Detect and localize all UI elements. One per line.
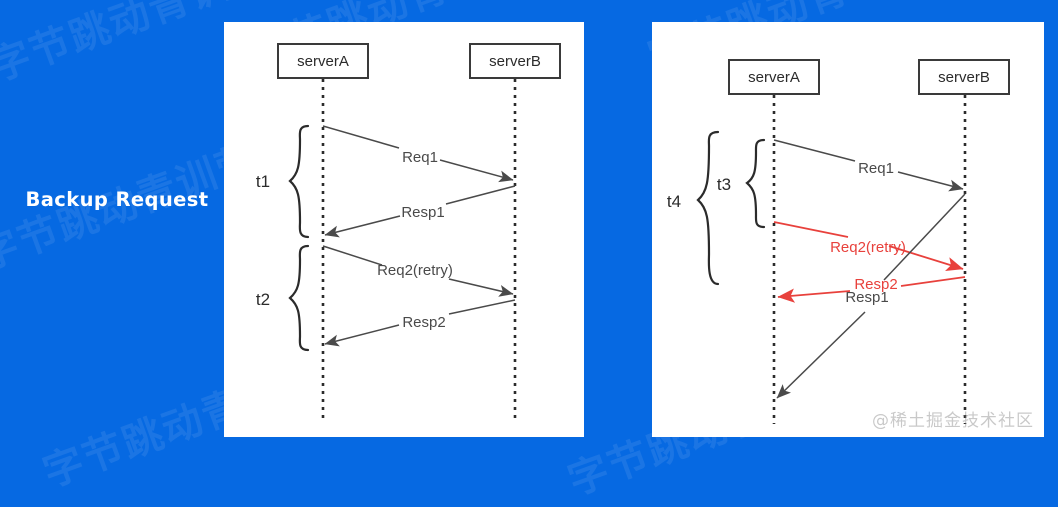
participant-serverA: serverA [277, 43, 369, 79]
bracket-t2: t2 [256, 244, 310, 352]
bracket-t4: t4 [667, 130, 720, 286]
message-line [883, 193, 966, 281]
participant-label: serverB [938, 69, 990, 86]
message-line [897, 171, 964, 192]
message-req1: Req1 [773, 139, 964, 192]
participant-box [277, 43, 369, 79]
message-line [773, 139, 856, 162]
left-diagram-panel: serverA serverB t1 t2 [224, 22, 584, 437]
brace-shape [288, 124, 310, 239]
message-line [322, 245, 383, 266]
message-label: Req2(retry) [830, 239, 906, 256]
message-line [324, 215, 401, 238]
message-req2-retry: Req2(retry) [773, 221, 964, 271]
message-label: Req1 [402, 149, 438, 166]
message-line [448, 278, 514, 297]
participant-label: serverA [297, 53, 349, 70]
participant-box [728, 59, 820, 95]
message-line [445, 185, 516, 205]
message-label: Req2(retry) [377, 262, 453, 279]
brace-shape [288, 244, 310, 352]
participant-box [918, 59, 1010, 95]
message-line [773, 221, 849, 238]
brace-shape [696, 130, 720, 286]
message-line [448, 299, 516, 315]
message-line [439, 159, 514, 183]
message-req1: Req1 [322, 125, 514, 183]
message-line [900, 276, 966, 287]
participant-serverB: serverB [469, 43, 561, 79]
message-resp2: Resp2 [324, 299, 516, 347]
message-label: Resp1 [845, 289, 888, 306]
message-resp2: Resp2 [777, 276, 966, 303]
message-line [324, 324, 400, 347]
brace-shape [745, 138, 766, 229]
bracket-label: t4 [667, 192, 681, 211]
message-req2-retry: Req2(retry) [322, 245, 514, 297]
message-line [888, 245, 964, 271]
bracket-label: t3 [717, 175, 731, 194]
message-label: Req1 [858, 160, 894, 177]
message-line [776, 311, 866, 399]
participant-serverB: serverB [918, 59, 1010, 95]
bracket-label: t2 [256, 290, 270, 309]
message-line [322, 125, 400, 149]
participant-serverA: serverA [728, 59, 820, 95]
participant-label: serverB [489, 53, 541, 70]
page-title: Backup Request [25, 188, 209, 211]
message-resp1: Resp1 [776, 193, 966, 399]
message-label: Resp2 [402, 314, 445, 331]
right-diagram-panel: serverA serverB t3 t4 [652, 22, 1044, 437]
message-resp1: Resp1 [324, 185, 516, 238]
participant-box [469, 43, 561, 79]
participant-label: serverA [748, 69, 800, 86]
message-label: Resp1 [401, 204, 444, 221]
message-label: Resp2 [854, 276, 897, 293]
message-line [777, 288, 851, 303]
bracket-t1: t1 [256, 124, 310, 239]
bracket-label: t1 [256, 172, 270, 191]
corner-watermark: @稀土掘金技术社区 [872, 411, 1034, 431]
bracket-t3: t3 [717, 138, 766, 229]
